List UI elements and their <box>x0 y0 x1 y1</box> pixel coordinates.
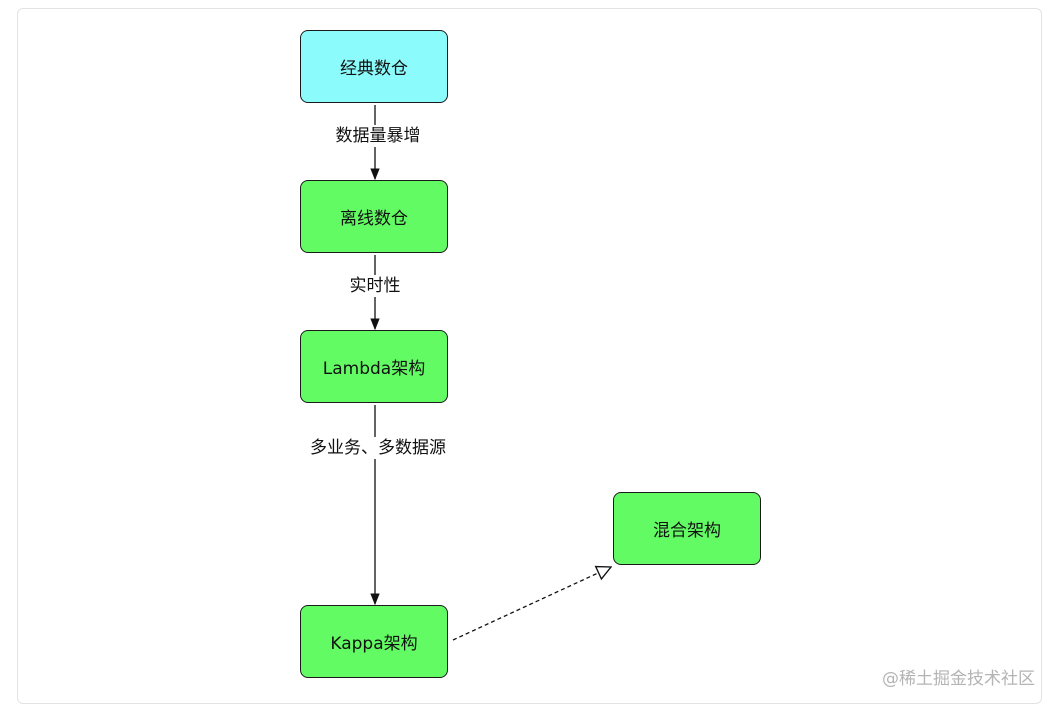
edge-label-realtime: 实时性 <box>349 275 401 297</box>
node-label: 经典数仓 <box>340 59 408 79</box>
edge-label-multi-business-multi-source: 多业务、多数据源 <box>310 437 446 459</box>
node-hybrid-architecture[interactable]: 混合架构 <box>613 492 761 565</box>
node-label: 混合架构 <box>653 521 721 541</box>
node-kappa-architecture[interactable]: Kappa架构 <box>300 605 448 678</box>
node-label: Kappa架构 <box>330 634 418 654</box>
node-label: Lambda架构 <box>322 359 426 379</box>
node-lambda-architecture[interactable]: Lambda架构 <box>300 330 448 403</box>
watermark: @稀土掘金技术社区 <box>882 669 1035 689</box>
edge-label-data-volume-surge: 数据量暴增 <box>335 125 421 147</box>
node-label: 离线数仓 <box>340 209 408 229</box>
edge-kappa-to-hybrid <box>452 567 611 641</box>
diagram-canvas <box>17 8 1042 704</box>
node-offline-data-warehouse[interactable]: 离线数仓 <box>300 180 448 253</box>
node-classic-data-warehouse[interactable]: 经典数仓 <box>300 30 448 103</box>
